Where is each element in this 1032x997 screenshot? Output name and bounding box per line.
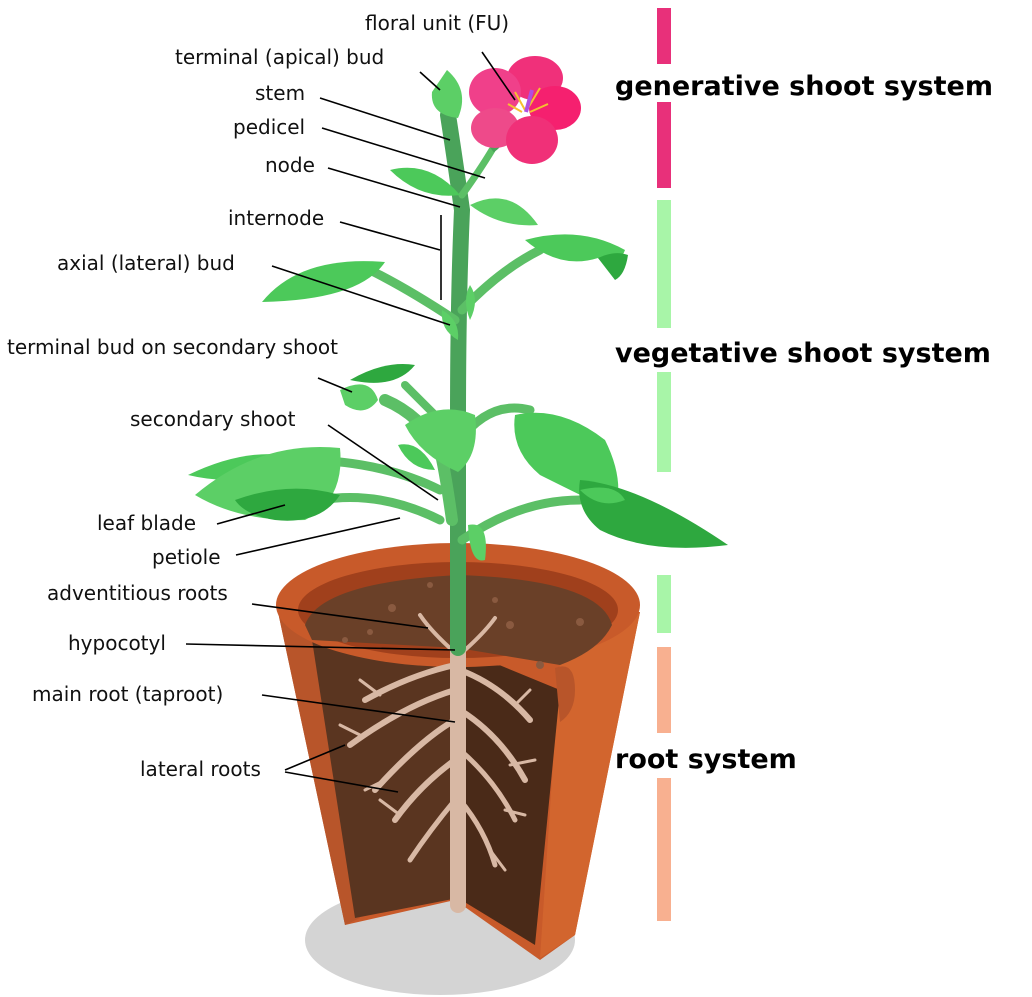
leaf-upper-right-small — [470, 198, 538, 225]
label-petiole: petiole — [152, 545, 221, 569]
root-bar-1 — [657, 647, 671, 733]
label-terminal-bud: terminal (apical) bud — [175, 45, 384, 69]
leaf-apical-bud — [432, 70, 462, 118]
vegetative-bar-2 — [657, 372, 671, 472]
system-labels: generative shoot system vegetative shoot… — [615, 71, 993, 775]
label-terminal-bud-secondary: terminal bud on secondary shoot — [7, 335, 338, 359]
label-axial-bud: axial (lateral) bud — [57, 251, 235, 275]
root-bar-2 — [657, 778, 671, 921]
label-floral-unit: floral unit (FU) — [365, 11, 509, 35]
petal-5 — [506, 116, 558, 164]
label-lateral-roots: lateral roots — [140, 757, 261, 781]
leader-terminal-bud-secondary — [318, 378, 352, 392]
leaf-secondary-dark — [350, 364, 415, 383]
label-main-root: main root (taproot) — [32, 682, 223, 706]
label-node: node — [265, 153, 315, 177]
vegetative-bar-3 — [657, 575, 671, 633]
label-internode: internode — [228, 206, 324, 230]
flower — [469, 56, 581, 164]
potted-plant-illustration — [188, 56, 728, 995]
label-root-system: root system — [615, 744, 797, 775]
system-bars — [657, 8, 671, 921]
generative-bar-bottom — [657, 102, 671, 188]
leaf-secondary-tip — [340, 384, 378, 410]
leaf-upper-left — [262, 261, 385, 302]
vegetative-bar-1 — [657, 200, 671, 328]
petioles — [300, 150, 580, 540]
label-pedicel: pedicel — [233, 115, 305, 139]
label-adventitious-roots: adventitious roots — [47, 581, 228, 605]
generative-bar-top — [657, 8, 671, 64]
leader-terminal-bud — [420, 72, 440, 90]
label-leaf-blade: leaf blade — [97, 511, 196, 535]
label-stem: stem — [255, 81, 305, 105]
leaf-upper-right-fold — [598, 253, 628, 280]
leader-internode — [340, 222, 440, 250]
label-vegetative-system: vegetative shoot system — [615, 338, 991, 369]
leader-petiole — [236, 518, 400, 555]
label-hypocotyl: hypocotyl — [68, 631, 166, 655]
label-generative-system: generative shoot system — [615, 71, 993, 102]
label-secondary-shoot: secondary shoot — [130, 407, 296, 431]
